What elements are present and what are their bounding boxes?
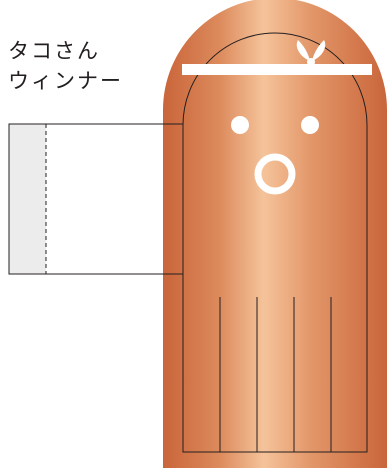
cut-outline	[182, 32, 368, 453]
mouth-icon	[254, 153, 296, 195]
title-line-2: ウィンナー	[8, 69, 123, 93]
side-flap-outline	[8, 123, 183, 275]
headband-icon	[182, 64, 372, 75]
page-title: タコさん ウィンナー	[8, 36, 123, 96]
leg-cut-lines	[219, 297, 332, 452]
bow-icon	[296, 40, 326, 66]
title-line-1: タコさん	[8, 39, 100, 63]
flap-shaded-strip	[9, 124, 46, 274]
eye-icon	[301, 116, 319, 134]
eye-icon	[231, 116, 249, 134]
